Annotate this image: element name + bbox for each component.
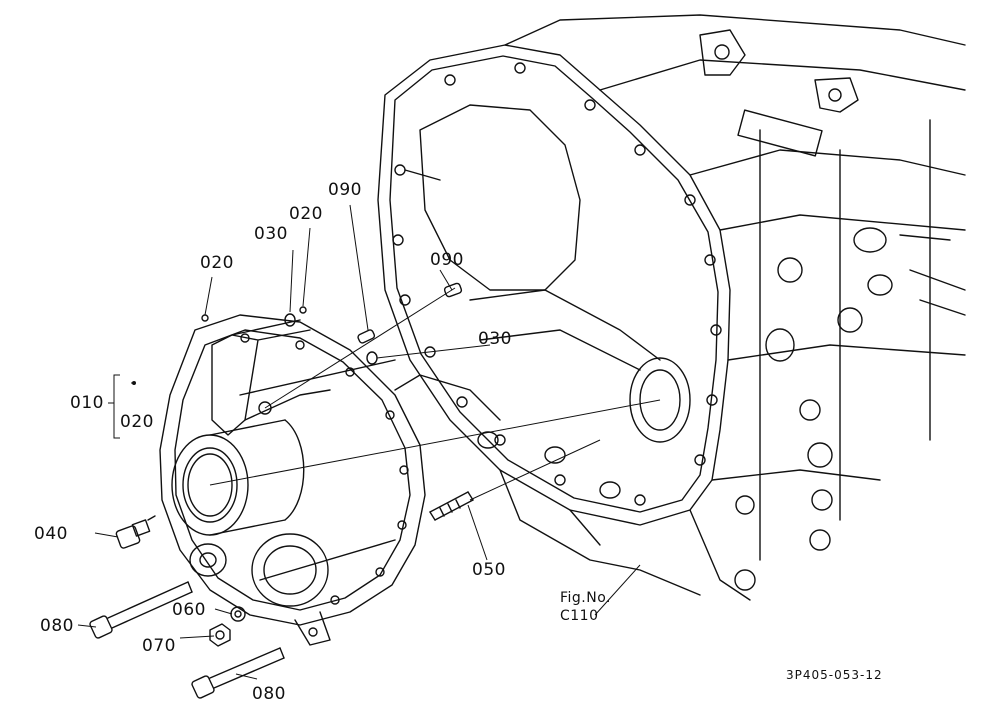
callout-020-right: 020	[289, 204, 323, 224]
oring-030-lower	[366, 351, 378, 365]
figure-reference: Fig.No. C110	[560, 590, 611, 625]
stud-050	[429, 491, 474, 521]
callout-010: 010	[70, 393, 104, 413]
pin-090-upper	[357, 329, 376, 344]
bolt-080-upper	[89, 581, 193, 639]
callout-080-upper: 080	[40, 616, 74, 636]
callout-070: 070	[142, 636, 176, 656]
callout-060: 060	[172, 600, 206, 620]
callout-080-lower: 080	[252, 684, 286, 704]
washer-060	[230, 606, 246, 622]
figure-ref-line2: C110	[560, 607, 599, 624]
oring-030-upper	[284, 313, 296, 327]
leader-lines	[77, 204, 661, 680]
callout-050: 050	[472, 560, 506, 580]
cover-part-010	[159, 314, 426, 646]
plug-040	[115, 515, 156, 549]
callout-020-top: 020	[200, 253, 234, 273]
bolt-080-lower	[191, 647, 285, 699]
callout-040: 040	[34, 524, 68, 544]
callout-090-upper: 090	[328, 180, 362, 200]
transmission-case	[377, 14, 966, 601]
callout-030-lower: 030	[478, 329, 512, 349]
figure-ref-line1: Fig.No.	[560, 590, 612, 606]
callout-020-bracket: 020	[120, 412, 154, 432]
callout-090-mid: 090	[430, 250, 464, 270]
nut-070	[209, 623, 231, 647]
drawing-number: 3P405-053-12	[786, 668, 883, 682]
callout-030-upper: 030	[254, 224, 288, 244]
